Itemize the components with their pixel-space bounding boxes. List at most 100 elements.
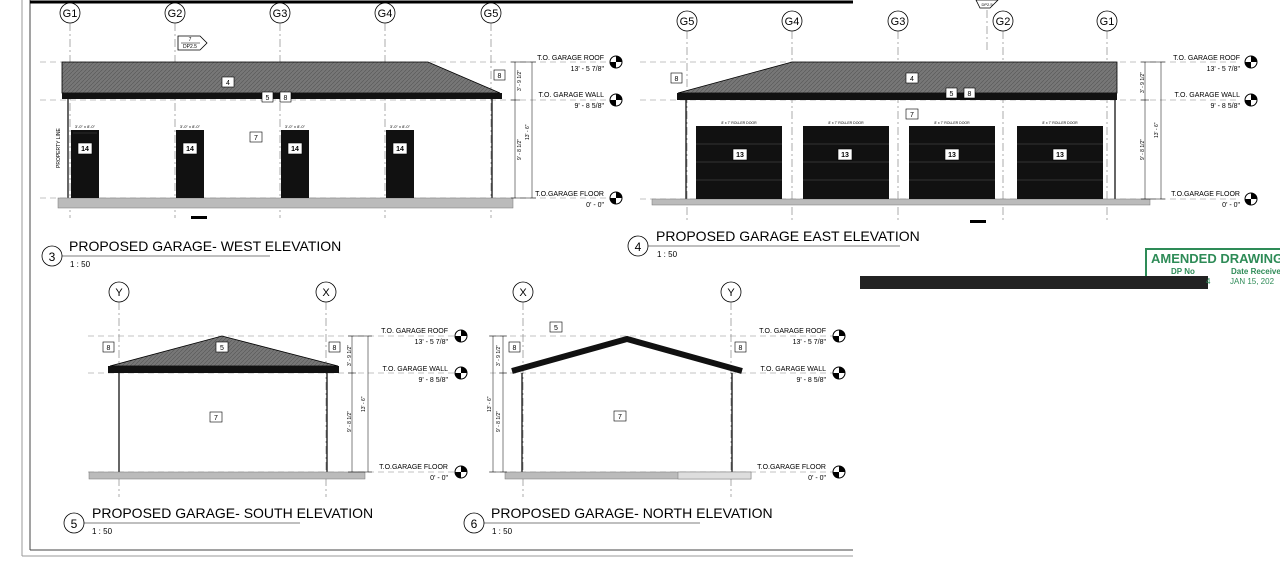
west-ground — [57, 197, 514, 209]
door-note: 8' x 7' ROLLER DOOR — [721, 121, 757, 125]
dim-wall-height: 9' - 8 1/2" — [1140, 139, 1146, 160]
tag-gutter: 8 — [284, 95, 288, 102]
west-elevation: G1 G2 G3 G4 G5 7 DP2.5 — [40, 2, 623, 269]
dim-roof-rise: 3' - 9 1/2" — [517, 70, 523, 91]
east-elevation: G5 G4 G3 G2 G1 DP2.5 — [627, 0, 1258, 259]
grid-label-east-3: G3 — [891, 16, 906, 28]
view-number-east: 4 — [635, 240, 642, 254]
stamp-title: AMENDED DRAWING — [1151, 251, 1280, 266]
tag-siding: 7 — [254, 135, 258, 142]
sheet-frame — [21, 0, 853, 557]
tag-fascia: 5 — [554, 325, 558, 332]
dim-overall: 13' - 6" — [487, 396, 493, 412]
level-roof-value: 13' - 5 7/8" — [793, 339, 827, 346]
tag-man-door: 14 — [291, 146, 299, 153]
tag-roller-door: 13 — [841, 152, 849, 159]
dim-overall: 13' - 6" — [1154, 122, 1160, 138]
tag-siding: 7 — [214, 415, 218, 422]
tag-siding: 7 — [618, 414, 622, 421]
grid-label-east-5: G1 — [1100, 16, 1115, 28]
dim-overall: 13' - 6" — [525, 124, 531, 140]
east-ground — [651, 198, 1151, 206]
level-wall-name: T.O. GARAGE WALL — [1175, 92, 1241, 99]
level-wall-value: 9' - 8 5/8" — [574, 103, 604, 110]
door-note: 3'-0" x 8'-0" — [390, 124, 411, 129]
roller-door — [1017, 126, 1103, 199]
tag-gutter: 8 — [498, 73, 502, 80]
man-door — [71, 130, 99, 198]
view-scale-west: 1 : 50 — [70, 260, 91, 269]
dim-overall: 13' - 6" — [361, 396, 367, 412]
grid-label-south-2: X — [322, 287, 330, 299]
tag-roller-door: 13 — [1056, 152, 1064, 159]
grid-label-west-1: G1 — [63, 8, 78, 20]
view-number-north: 6 — [471, 517, 478, 531]
level-floor-value: 0' - 0" — [430, 475, 448, 482]
level-wall-value: 9' - 8 5/8" — [418, 377, 448, 384]
grid-label-west-5: G5 — [484, 8, 499, 20]
level-wall-value: 9' - 8 5/8" — [796, 377, 826, 384]
level-floor-name: T.O.GARAGE FLOOR — [757, 464, 826, 471]
tag-man-door: 14 — [396, 146, 404, 153]
door-note: 8' x 7' ROLLER DOOR — [934, 121, 970, 125]
grid-label-east-1: G5 — [680, 16, 695, 28]
door-note: 8' x 7' ROLLER DOOR — [828, 121, 864, 125]
level-roof-value: 13' - 5 7/8" — [571, 66, 605, 73]
level-floor-name: T.O.GARAGE FLOOR — [379, 464, 448, 471]
view-scale-east: 1 : 50 — [657, 250, 678, 259]
grid-label-west-3: G3 — [273, 8, 288, 20]
property-line-label: PROPERTY LINE — [56, 128, 62, 168]
west-roof — [61, 61, 501, 94]
tag-roof: 4 — [910, 76, 914, 83]
tag-gutter: 8 — [107, 345, 111, 352]
level-floor-value: 0' - 0" — [586, 202, 604, 209]
tag-fascia: 5 — [266, 95, 270, 102]
dim-wall-height: 9' - 8 1/2" — [517, 139, 523, 160]
grid-label-east-4: G2 — [996, 16, 1011, 28]
north-elevation: X Y 5 8 8 7 3' - 9 1/2" 9' - 8 1/2" 13' … — [463, 281, 846, 536]
tag-man-door: 14 — [186, 146, 194, 153]
dim-wall-height: 9' - 8 1/2" — [496, 411, 502, 432]
level-roof-value: 13' - 5 7/8" — [1207, 66, 1241, 73]
north-roof-profile — [511, 335, 743, 374]
view-scale-north: 1 : 50 — [492, 527, 513, 536]
view-scale-south: 1 : 50 — [92, 527, 113, 536]
grid-label-west-2: G2 — [168, 8, 183, 20]
tag-fascia: 5 — [950, 91, 954, 98]
level-floor-value: 0' - 0" — [1222, 202, 1240, 209]
door-note: 3'-0" x 8'-0" — [180, 124, 201, 129]
section-marker: 7 DP2.5 — [177, 35, 208, 51]
section-marker-top: 7 — [189, 37, 192, 43]
dim-roof-rise: 3' - 9 1/2" — [496, 345, 502, 366]
tag-roller-door: 13 — [736, 152, 744, 159]
east-roof — [677, 61, 1118, 94]
tag-gutter: 8 — [675, 76, 679, 83]
south-ground — [88, 471, 366, 480]
view-title-east: PROPOSED GARAGE EAST ELEVATION — [656, 228, 920, 244]
amended-drawing-stamp: AMENDED DRAWING DP No Date Receive — [1145, 248, 1280, 278]
view-number-south: 5 — [71, 517, 78, 531]
tag-fascia: 5 — [220, 345, 224, 352]
view-title-south: PROPOSED GARAGE- SOUTH ELEVATION — [92, 505, 373, 521]
tag-gutter: 8 — [739, 345, 743, 352]
door-note: 3'-0" x 8'-0" — [285, 124, 306, 129]
tag-man-door: 14 — [81, 146, 89, 153]
grid-label-east-2: G4 — [785, 16, 800, 28]
stamp-dp-label: DP No — [1171, 267, 1195, 276]
tag-roof: 4 — [226, 80, 230, 87]
door-note: 8' x 7' ROLLER DOOR — [1042, 121, 1078, 125]
man-door — [386, 130, 414, 198]
level-roof-name: T.O. GARAGE ROOF — [537, 55, 604, 62]
section-marker-bottom: DP2.5 — [183, 44, 197, 50]
grid-label-south-1: Y — [115, 287, 123, 299]
roller-door — [909, 126, 995, 199]
roller-door — [803, 126, 889, 199]
dim-roof-rise: 3' - 9 1/2" — [1140, 72, 1146, 93]
tag-gutter: 8 — [513, 345, 517, 352]
man-door — [176, 130, 204, 198]
door-note: 3'-0" x 8'-0" — [75, 124, 96, 129]
level-roof-name: T.O. GARAGE ROOF — [1173, 55, 1240, 62]
tag-siding: 7 — [910, 112, 914, 119]
level-roof-value: 13' - 5 7/8" — [415, 339, 449, 346]
